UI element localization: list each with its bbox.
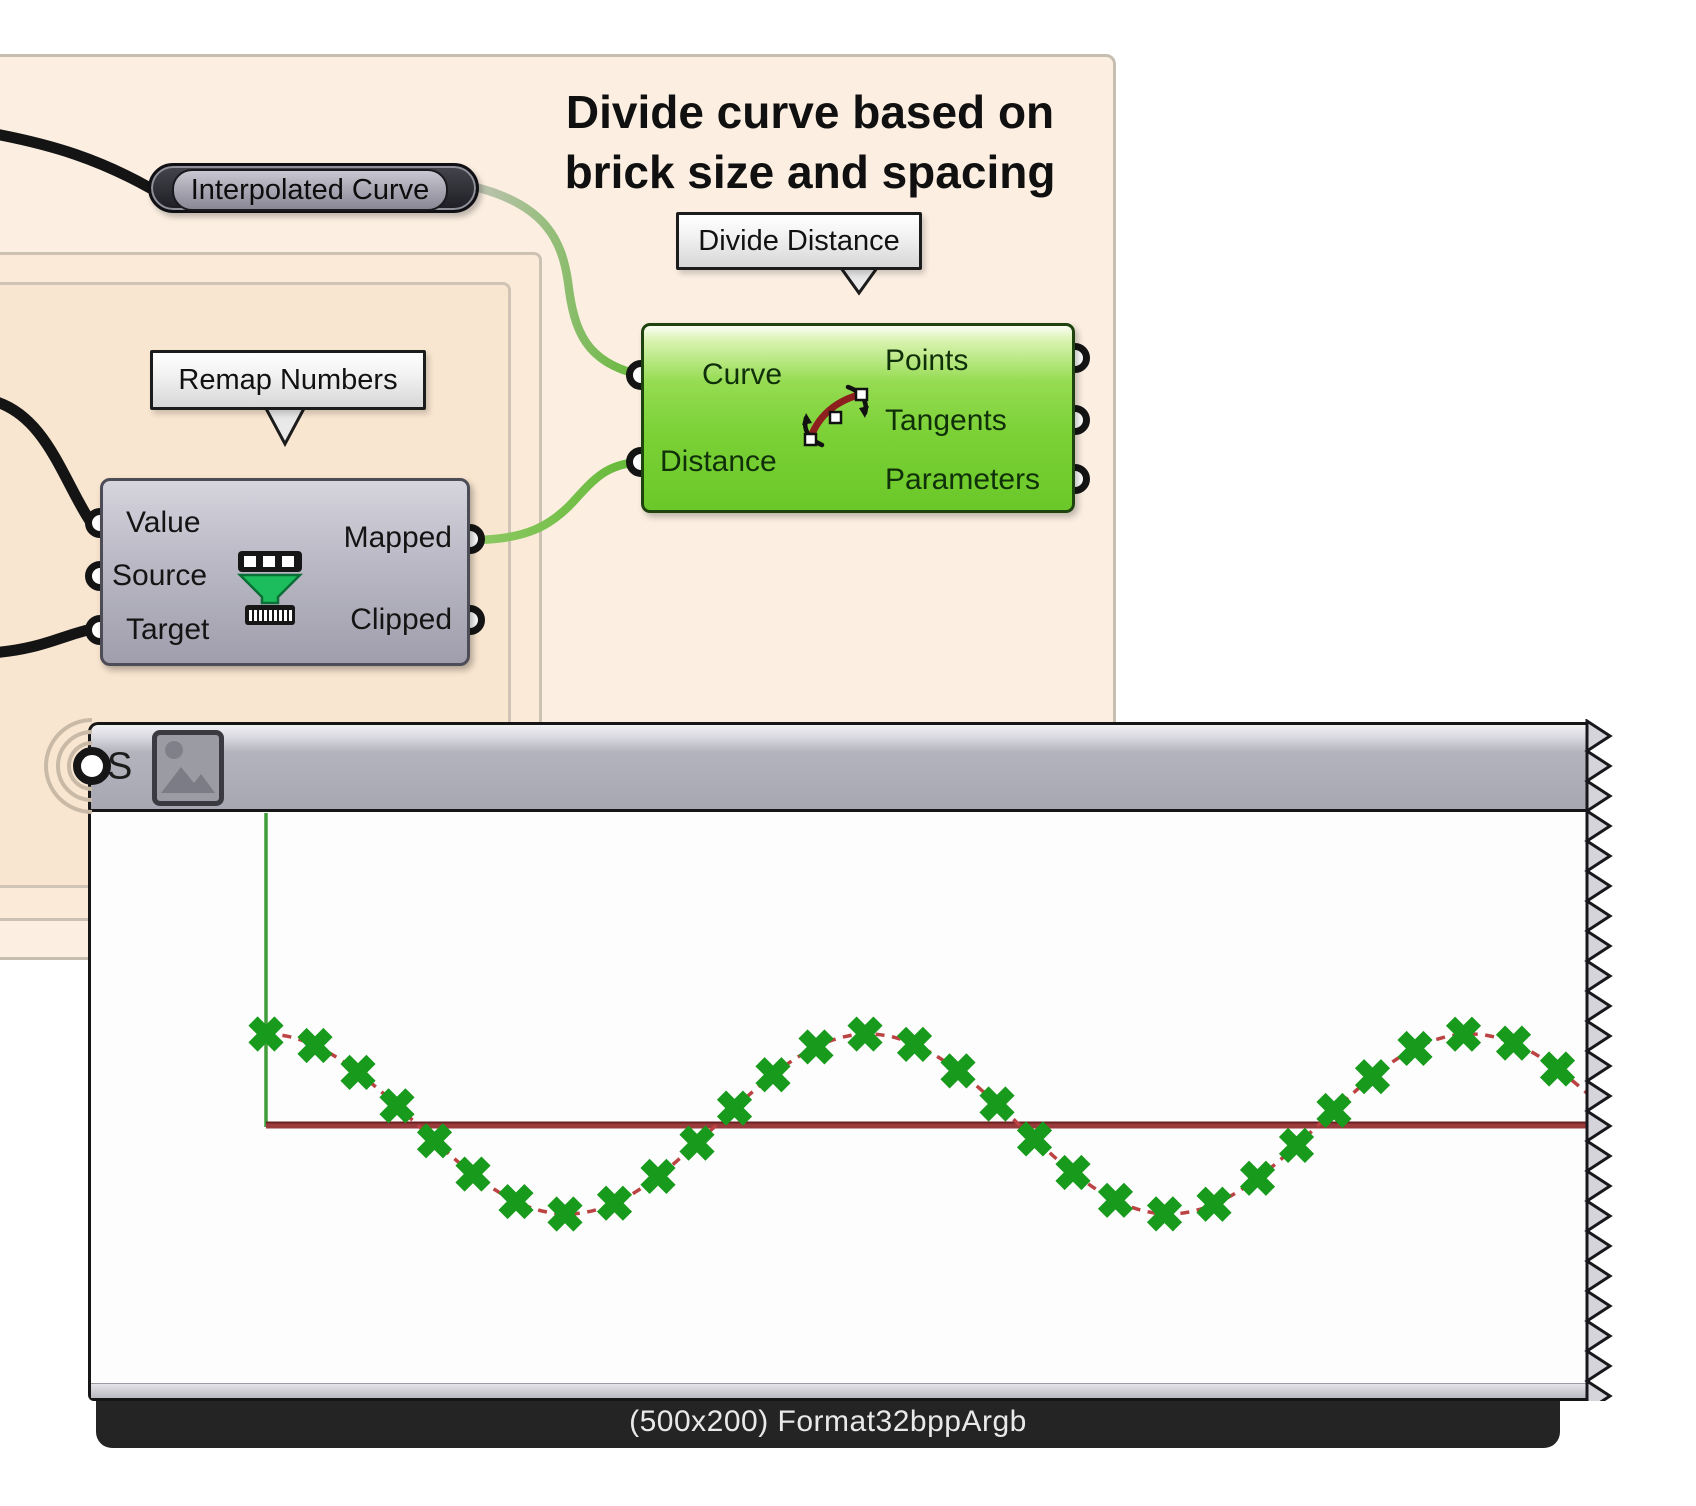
viewer-bottom-strip (91, 1383, 1590, 1398)
viewer-caption-bar: (500x200) Format32bppArgb (96, 1396, 1560, 1448)
wire-into-remap-target[interactable] (0, 624, 94, 658)
viewer-titlebar[interactable]: S (91, 725, 1590, 812)
remap-input-target-label: Target (126, 613, 210, 646)
viewer-title: S (107, 745, 133, 788)
divide-input-distance-label: Distance (660, 445, 777, 478)
remap-name-tag: Remap Numbers (150, 350, 426, 410)
wire-into-remap-value[interactable] (0, 397, 96, 527)
wire-mapped-to-distance[interactable] (467, 457, 645, 545)
divide-output-points-label: Points (885, 344, 969, 377)
viewer-torn-edge (1584, 719, 1613, 1401)
divide-output-parameters-label: Parameters (885, 463, 1041, 496)
image-viewer-window[interactable]: S (88, 722, 1590, 1401)
interpolated-curve-label: Interpolated Curve (172, 169, 448, 211)
sine-plot (248, 813, 1588, 1232)
divide-distance-icon (802, 384, 869, 448)
remap-numbers-icon (237, 551, 303, 625)
viewer-wireless-input[interactable] (28, 706, 118, 826)
divide-input-curve-label: Curve (702, 358, 783, 391)
divide-distance-node[interactable] (641, 323, 1075, 513)
remap-name-tag-label: Remap Numbers (178, 363, 398, 396)
wire-curve-to-divide[interactable] (474, 183, 645, 380)
remap-input-value-label: Value (126, 506, 201, 539)
image-icon (152, 730, 224, 806)
remap-output-clipped-label: Clipped (350, 603, 452, 636)
group-title: Divide curve based on brick size and spa… (540, 82, 1080, 202)
remap-output-mapped-label: Mapped (343, 521, 452, 554)
wire-into-interpolated-curve[interactable] (0, 129, 156, 194)
interpolated-curve-node[interactable]: Interpolated Curve (148, 163, 479, 213)
remap-input-source-label: Source (112, 559, 208, 592)
viewer-caption-text: (500x200) Format32bppArgb (629, 1405, 1027, 1438)
divide-name-tag: Divide Distance (676, 212, 922, 270)
group-title-line2: brick size and spacing (564, 146, 1056, 198)
divide-output-tangents-label: Tangents (885, 404, 1007, 437)
group-title-line1: Divide curve based on (565, 86, 1055, 138)
divide-name-tag-label: Divide Distance (698, 224, 900, 257)
viewer-input-port[interactable] (73, 747, 111, 785)
